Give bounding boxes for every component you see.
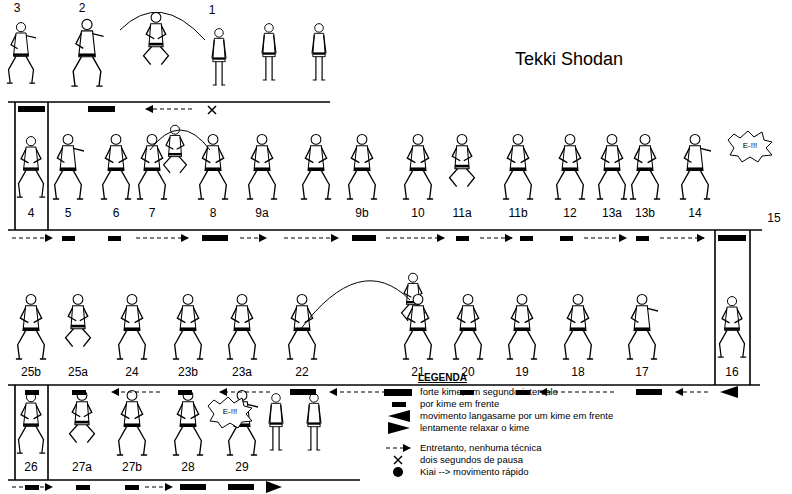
step-number: 13a (601, 207, 623, 220)
step-number: 11a (451, 207, 472, 220)
step-number: 18 (570, 366, 585, 379)
step-number: 15 (766, 212, 781, 225)
step-number: 4 (27, 207, 36, 220)
step-number: 12 (562, 207, 577, 220)
legend-text: lentamente relaxar o kime (420, 423, 529, 433)
step-number: 25a (67, 366, 89, 379)
step-number: 1 (208, 4, 217, 17)
step-number: 7 (148, 207, 157, 220)
step-number: 28 (180, 461, 195, 474)
step-number: 27a (71, 461, 93, 474)
step-number: 16 (724, 366, 739, 379)
step-number: 29 (234, 461, 249, 474)
legend-text: por kime em frente (420, 399, 499, 409)
step-number: 5 (64, 207, 73, 220)
step-number: 3 (13, 2, 22, 15)
step-number: 13b (634, 207, 656, 220)
legend-text: forte kime, um segundo intervalo (420, 387, 558, 397)
legend-text: movimento langasame por um kime em frent… (420, 411, 613, 421)
step-number: 11b (507, 207, 528, 220)
step-number: 23a (231, 366, 253, 379)
step-number: 9a (254, 207, 269, 220)
legend-text: Kiai --> movimento rápido (420, 467, 529, 477)
step-number: 19 (514, 366, 529, 379)
legend-text: dois segundos de pausa (420, 455, 523, 465)
step-number: 26 (23, 461, 38, 474)
step-number: 9b (354, 207, 369, 220)
step-number: 24 (124, 366, 139, 379)
legend-heading: LEGENDA (418, 372, 467, 383)
legend-text: Entretanto, nenhuma técnica (420, 443, 541, 453)
step-number: 6 (112, 207, 121, 220)
step-number: 27b (121, 461, 143, 474)
diagram-title: Tekki Shodan (515, 50, 623, 70)
step-number: 8 (209, 207, 218, 220)
step-number: 10 (410, 207, 425, 220)
step-number: 22 (294, 366, 309, 379)
step-number: 25b (20, 366, 42, 379)
step-number: 14 (687, 207, 702, 220)
step-number: 17 (634, 366, 649, 379)
step-number: 23b (177, 366, 199, 379)
step-number: 2 (78, 2, 87, 15)
kiai-text: E-!!! (743, 142, 758, 151)
kiai-text: E-!!! (223, 408, 238, 417)
